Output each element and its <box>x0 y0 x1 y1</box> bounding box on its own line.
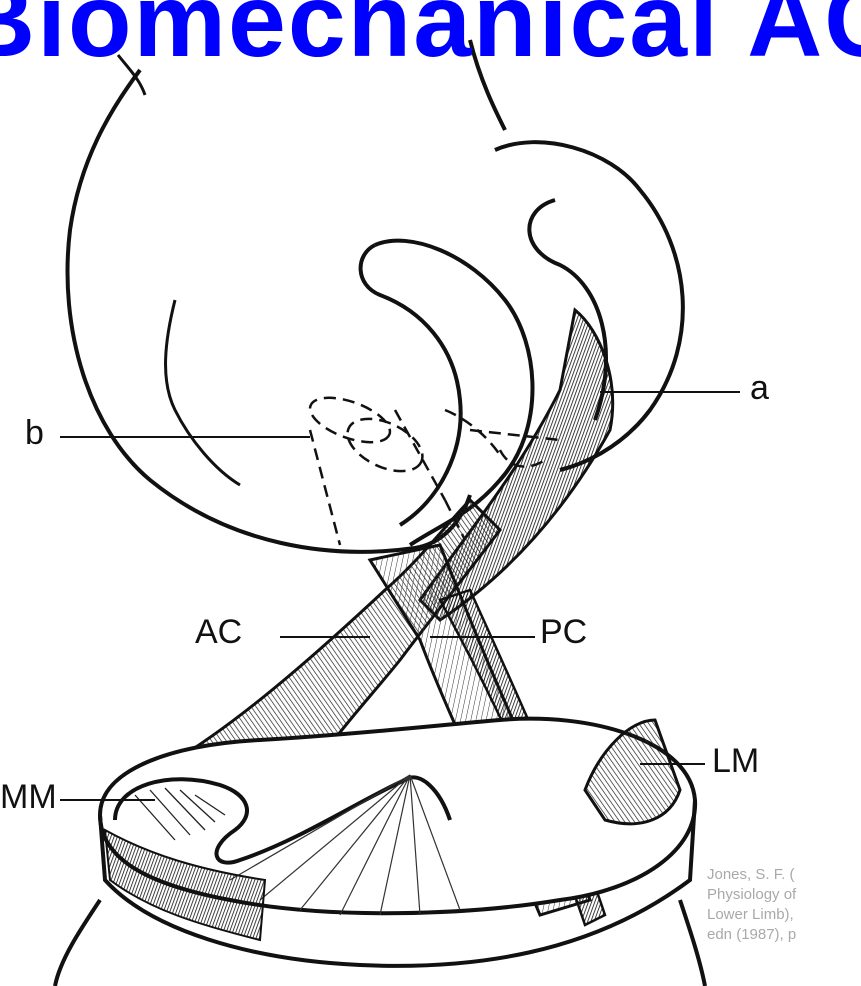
citation-line: Lower Limb), <box>707 905 861 925</box>
citation-line: Physiology of <box>707 885 861 905</box>
citation-line: edn (1987), p <box>707 925 861 945</box>
femur-inner-contour <box>166 300 240 485</box>
label-ac: AC <box>195 613 242 652</box>
notch-curl-inner <box>361 245 461 525</box>
slide-title: Biomechanical ACA <box>0 0 861 81</box>
label-mm: MM <box>0 778 57 817</box>
label-b: b <box>25 414 44 453</box>
label-a: a <box>750 369 769 408</box>
citation: Jones, S. F. ( Physiology of Lower Limb)… <box>707 865 861 945</box>
label-pc: PC <box>540 613 587 652</box>
tibia-lower-right <box>680 900 705 986</box>
citation-line: Jones, S. F. ( <box>707 865 861 885</box>
label-lm: LM <box>712 742 759 781</box>
tibia-lower-left <box>55 900 100 986</box>
